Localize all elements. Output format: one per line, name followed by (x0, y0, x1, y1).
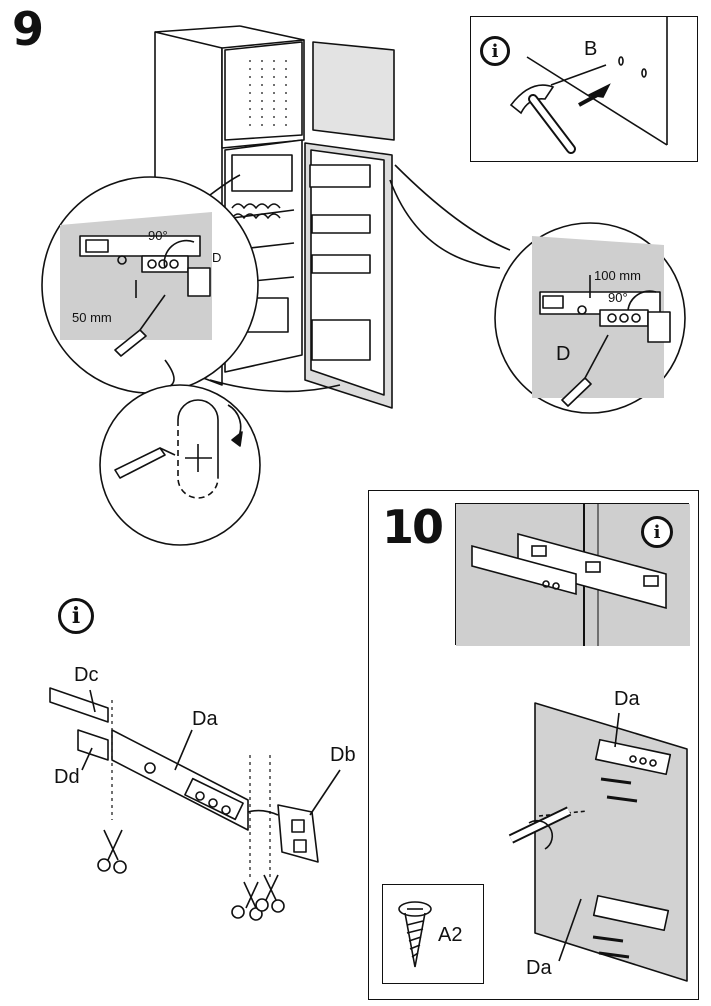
step-9-number: 9 (12, 2, 44, 56)
scissors-icon-1 (97, 829, 127, 874)
scissors-icon-2 (231, 881, 263, 921)
rail-part-dd (77, 729, 109, 761)
freezer-door (312, 41, 395, 141)
rail-on-wall (471, 544, 577, 596)
fridge-top-compartment (224, 41, 303, 141)
screw-reference-box (382, 884, 484, 984)
part-label-db: Db (330, 744, 356, 766)
angle-label-left: 90° (148, 228, 168, 243)
rail-part-db (277, 804, 319, 863)
part-label-da-bottom: Da (526, 957, 552, 979)
nail (550, 64, 607, 86)
part-label-d-left: D (212, 250, 222, 265)
angle-label-right: 90° (608, 290, 628, 305)
info-icon: i (641, 516, 673, 548)
height-label-left: 50 mm (72, 310, 112, 325)
tool-label-b: B (584, 38, 598, 60)
part-label-da: Da (192, 708, 218, 730)
info-icon: i (480, 36, 510, 66)
part-label-dc: Dc (74, 664, 99, 686)
part-label-da-top: Da (614, 688, 640, 710)
part-label-d-right: D (556, 343, 571, 365)
info-box-nail (470, 16, 698, 162)
info-icon: i (58, 598, 94, 634)
step-10-number: 10 (382, 500, 444, 554)
height-label-right: 100 mm (594, 268, 641, 283)
rail-part-dc (49, 687, 109, 723)
screw-label-a2: A2 (438, 924, 463, 946)
zoom-circle-pencil (99, 384, 261, 546)
part-label-dd: Dd (54, 766, 80, 788)
scissors-icon-3 (255, 874, 285, 913)
